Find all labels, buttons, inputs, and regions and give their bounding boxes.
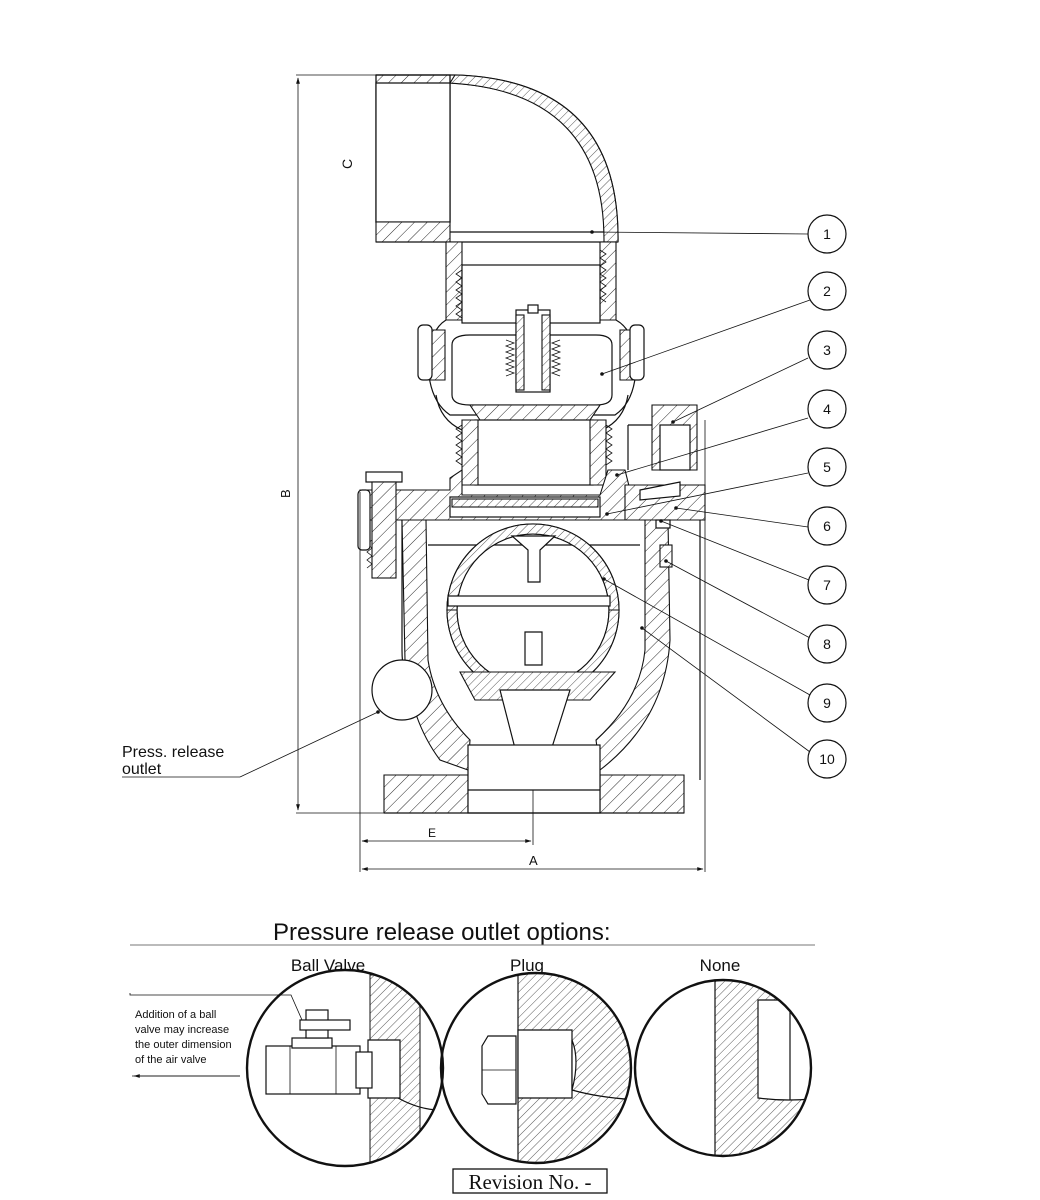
revision-label: Revision No. -	[468, 1170, 591, 1194]
balloon-3	[807, 330, 847, 370]
balloon-label-3: 3	[823, 342, 831, 358]
balloon-1	[807, 214, 847, 254]
plug-detail	[439, 971, 633, 1165]
ball-valve-detail	[129, 968, 445, 1168]
balloon-label-5: 5	[823, 459, 831, 475]
ball-valve-note-line3: the outer dimension	[135, 1039, 232, 1051]
balloon-label-8: 8	[823, 636, 831, 652]
outlet-callout-line2: outlet	[122, 761, 162, 778]
balloon-7	[807, 565, 847, 605]
balloon-4	[807, 389, 847, 429]
revision-box	[452, 1168, 608, 1194]
balloon-label-1: 1	[823, 226, 831, 242]
balloon-label-10: 10	[819, 751, 835, 767]
options-heading: Pressure release outlet options:	[273, 919, 611, 946]
ball-valve-note-line1: Addition of a ball	[135, 1009, 216, 1021]
dimension-label-c: C	[339, 159, 355, 169]
balloon-9	[807, 683, 847, 723]
dimension-label-e: E	[428, 826, 436, 840]
balloon-label-2: 2	[823, 283, 831, 299]
balloon-6	[807, 506, 847, 546]
balloon-label-6: 6	[823, 518, 831, 534]
ball-valve-note-line2: valve may increase	[135, 1024, 229, 1036]
balloon-10	[807, 739, 847, 779]
part-balloons	[590, 214, 847, 779]
none-detail	[633, 978, 813, 1158]
balloon-label-4: 4	[823, 401, 831, 417]
dimension-lines	[296, 74, 706, 872]
dimension-label-b: B	[278, 489, 293, 498]
outlet-callout-line1: Press. release	[122, 744, 224, 761]
dimension-label-a: A	[529, 853, 538, 868]
thread-marks-right	[599, 249, 607, 303]
balloon-8	[807, 624, 847, 664]
balloon-label-7: 7	[823, 577, 831, 593]
option-label-plug: Plug	[510, 956, 544, 975]
valve-section-view	[357, 74, 706, 814]
option-label-none: None	[700, 956, 741, 975]
ball-valve-note-line4: of the air valve	[135, 1054, 207, 1066]
balloon-5	[807, 447, 847, 487]
balloon-label-9: 9	[823, 695, 831, 711]
thread-marks-left	[455, 269, 463, 319]
balloon-2	[807, 271, 847, 311]
